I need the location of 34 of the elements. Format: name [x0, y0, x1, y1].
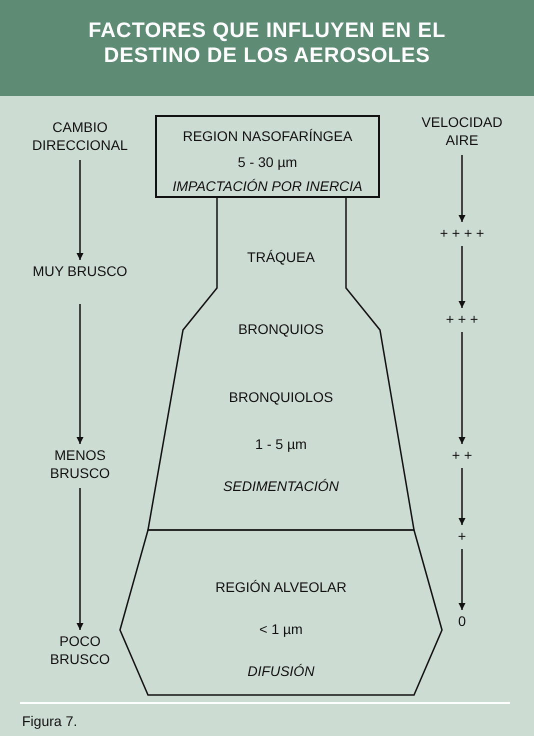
nasopharynx-box	[155, 115, 380, 198]
air-speed-label: + +	[437, 446, 487, 464]
arrow	[458, 246, 466, 308]
region-text: BRONQUIOS	[237, 320, 325, 338]
air-speed-label: +	[450, 527, 474, 545]
region-text: 5 - 30 µm	[236, 153, 298, 171]
arrow	[458, 468, 466, 525]
airway-shape	[148, 198, 414, 530]
region-text: IMPACTACIÓN POR INERCIA	[171, 177, 364, 195]
region-text: 1 - 5 µm	[254, 435, 308, 453]
alveolar-hexagon	[120, 530, 442, 695]
direction-change-label: MENOS BRUSCO	[30, 446, 130, 482]
title: FACTORES QUE INFLUYEN EN EL DESTINO DE LOS AEROSOLES	[87, 18, 447, 68]
arrow	[76, 160, 84, 260]
arrow	[458, 332, 466, 444]
air-speed-label: + + +	[432, 310, 492, 328]
region-text: DIFUSIÓN	[246, 662, 316, 680]
region-text: TRÁQUEA	[246, 248, 316, 266]
air-speed-label: VELOCIDAD AIRE	[412, 113, 512, 149]
region-text: REGIÓN ALVEOLAR	[214, 578, 348, 596]
region-text: < 1 µm	[258, 620, 304, 638]
caption: Figura 7.	[22, 712, 78, 730]
arrow	[76, 488, 84, 630]
arrow	[76, 304, 84, 444]
direction-change-label: CAMBIO DIRECCIONAL	[20, 118, 140, 154]
region-text: SEDIMENTACIÓN	[222, 477, 340, 495]
direction-change-label: POCO BRUSCO	[30, 632, 130, 668]
region-text: BRONQUIOLOS	[228, 388, 334, 406]
air-speed-label: 0	[450, 612, 474, 630]
arrow	[458, 549, 466, 610]
direction-change-label: MUY BRUSCO	[30, 262, 130, 280]
arrow	[458, 155, 466, 222]
air-speed-label: + + + +	[427, 224, 497, 242]
region-text: REGION NASOFARÍNGEA	[182, 127, 354, 145]
